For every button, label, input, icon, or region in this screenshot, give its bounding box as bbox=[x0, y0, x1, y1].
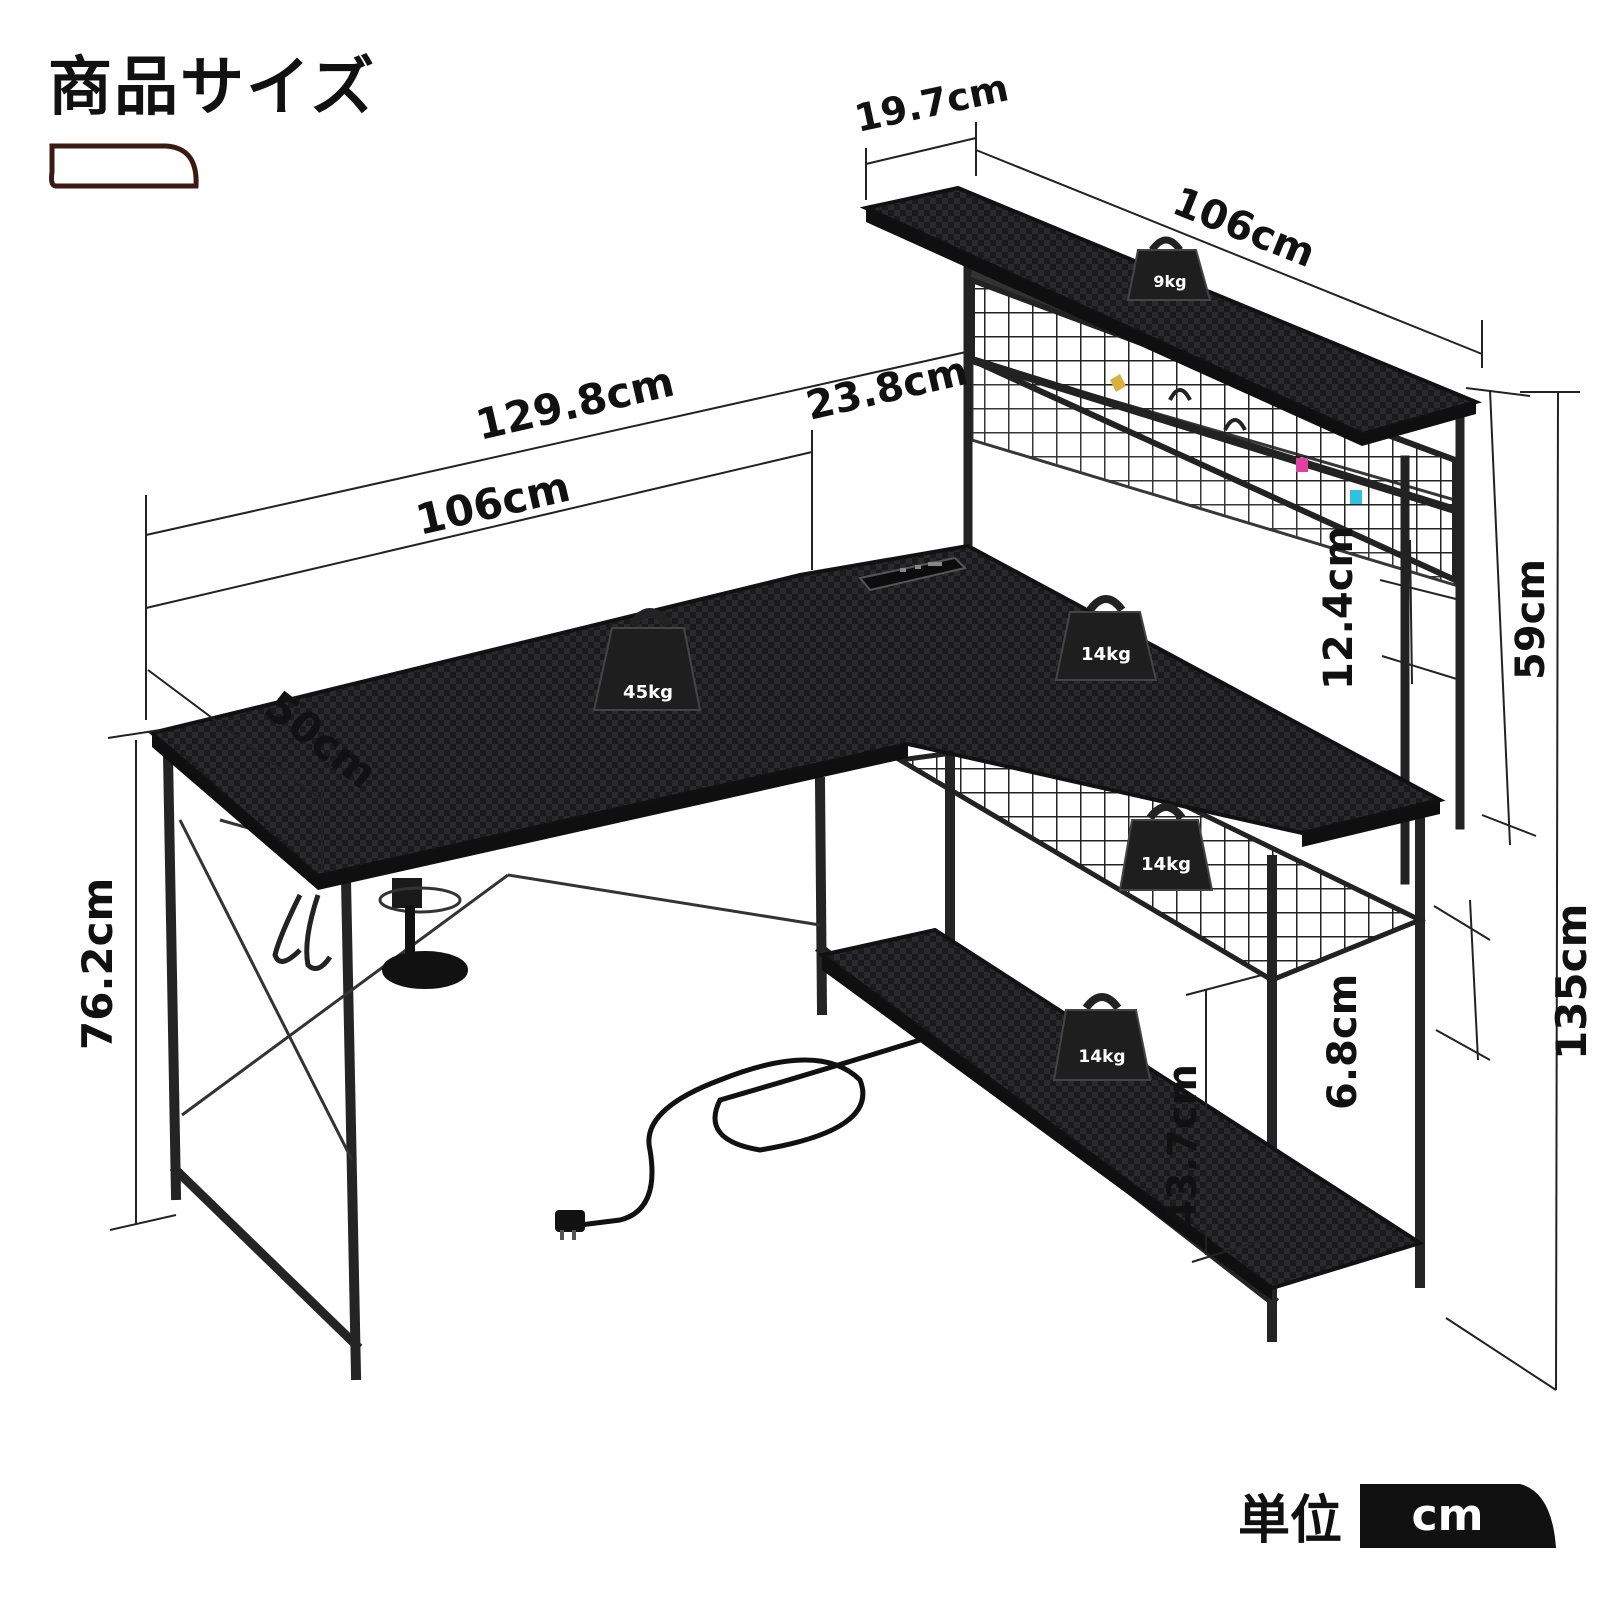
dim-side-depth: 23.8cm bbox=[802, 348, 972, 430]
svg-text:14kg: 14kg bbox=[1081, 644, 1131, 665]
weight-bottom-shelf: 14kg bbox=[1052, 993, 1152, 1081]
dim-shelf-clearance: 43.7cm bbox=[1160, 1064, 1206, 1228]
pink-clip bbox=[1296, 458, 1308, 472]
unit-indicator: 単位 cm bbox=[1238, 1478, 1560, 1553]
title-underline-swoosh bbox=[49, 143, 199, 189]
weight-basket: 14kg bbox=[1118, 803, 1214, 891]
svg-text:14kg: 14kg bbox=[1141, 854, 1191, 875]
dim-hutch-height: 59cm bbox=[1508, 559, 1554, 680]
dim-desk-height: 76.2cm bbox=[73, 878, 122, 1050]
weight-desk-corner: 14kg bbox=[1054, 595, 1158, 681]
weight-top-shelf: 9kg bbox=[1126, 236, 1212, 301]
unit-value: cm bbox=[1411, 1489, 1484, 1541]
unit-pill: cm bbox=[1360, 1483, 1560, 1548]
dim-shelf-depth: 19.7cm bbox=[851, 65, 1013, 140]
unit-label: 単位 bbox=[1238, 1491, 1343, 1551]
svg-text:14kg: 14kg bbox=[1078, 1047, 1125, 1067]
dim-basket-height: 6.8cm bbox=[1320, 974, 1366, 1110]
yellow-clip bbox=[1110, 374, 1126, 392]
page-title: 商品サイズ bbox=[48, 51, 377, 125]
weight-desk-left: 45kg bbox=[592, 608, 702, 711]
power-plug bbox=[555, 1210, 585, 1240]
dim-total-height: 135cm bbox=[1547, 904, 1596, 1060]
svg-text:45kg: 45kg bbox=[623, 682, 673, 703]
dim-hutch-gap: 12.4cm bbox=[1316, 526, 1362, 690]
hutch-grid-lower bbox=[970, 358, 1457, 588]
svg-text:9kg: 9kg bbox=[1153, 272, 1186, 291]
dimension-lines bbox=[107, 122, 1580, 1391]
dim-total-width: 129.8cm bbox=[471, 357, 678, 450]
cyan-clip bbox=[1350, 490, 1362, 504]
dim-desk-width: 106cm bbox=[411, 462, 574, 545]
desk-top bbox=[147, 543, 1446, 879]
cup-holder bbox=[378, 878, 468, 989]
power-cable bbox=[579, 1037, 921, 1228]
headphone-hook bbox=[272, 893, 333, 972]
